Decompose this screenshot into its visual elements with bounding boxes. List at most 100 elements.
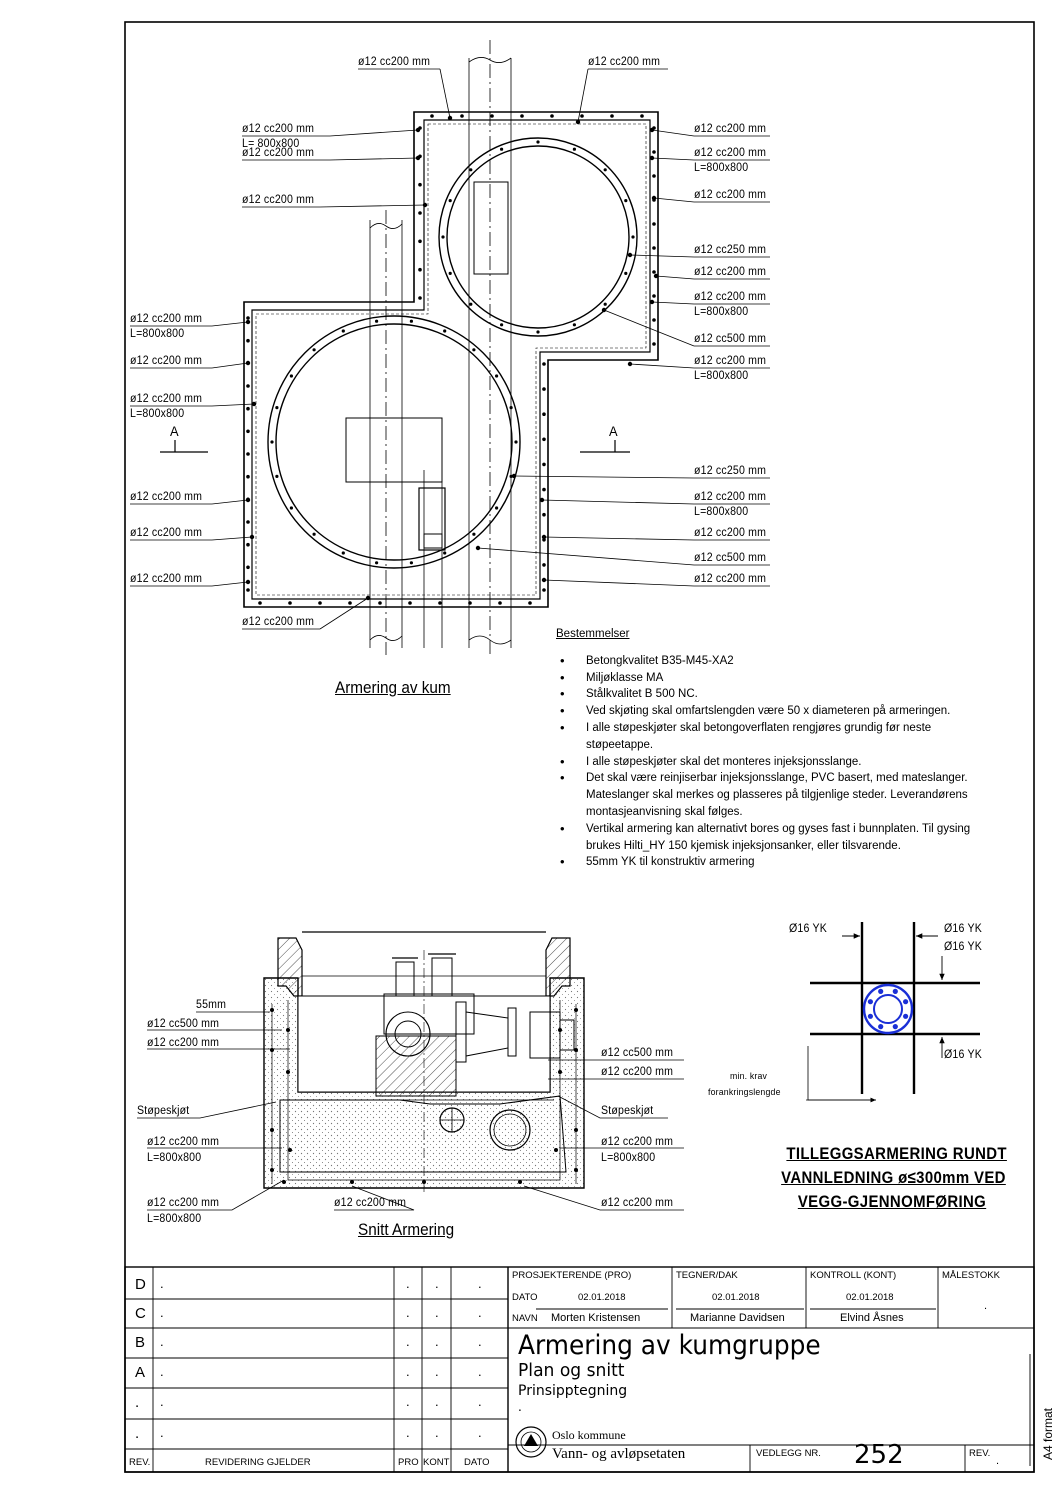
- plan-callout-right-7-line1: ø12 cc500 mm: [694, 333, 767, 345]
- rebar-dot-c2-2: [495, 506, 499, 510]
- rebar-dot-c2-20: [495, 374, 499, 378]
- notes-item-8: 55mm YK til konstruktiv armering: [556, 854, 996, 871]
- rebar-dot-b-2: [318, 601, 322, 605]
- rebar-dot-t-2: [490, 114, 494, 118]
- plan-leader-right-dot-0: [575, 119, 581, 125]
- rebar-dot-l-0: [246, 316, 250, 320]
- plan-leader-left-dot-7: [245, 497, 251, 503]
- flange-bolt-6: [892, 988, 898, 995]
- rebar-dot-m-6: [418, 296, 422, 300]
- notes-item-0: Betongkvalitet B35-M45-XA2: [556, 653, 996, 670]
- plan-callout-right-2-line1: ø12 cc200 mm: [694, 147, 767, 159]
- detail-yk-top-left: Ø16 YK: [789, 923, 827, 935]
- plan-leader-left-dot-6: [251, 401, 257, 407]
- rev-row-2-dato: .: [478, 1334, 482, 1349]
- section-label-l-cc500: ø12 cc500 mm: [147, 1018, 220, 1030]
- tb-org-1: Oslo kommune: [552, 1428, 626, 1442]
- section-leader-3: [137, 1101, 277, 1119]
- tb-date-teg: 02.01.2018: [712, 1292, 760, 1303]
- section-label-r-joint: Støpeskjøt: [601, 1105, 654, 1117]
- rebar-dot-c2-14: [312, 348, 316, 352]
- plan-leaders: [130, 68, 770, 630]
- rebar-dot-c2-11: [270, 440, 274, 444]
- detail-anchor-1: min. krav: [730, 1071, 768, 1082]
- plan-leader-left-3: [319, 204, 426, 208]
- plan-leader-left-2: [329, 157, 419, 161]
- rebar-dot-c1-3: [572, 323, 577, 327]
- section-marker-right: A: [609, 423, 618, 439]
- rev-row-2-pro: .: [406, 1334, 410, 1349]
- plan-callout-left-2-line1: ø12 cc200 mm: [242, 147, 315, 159]
- rev-row-5-text: .: [160, 1425, 164, 1440]
- rebar-dot-c1-5: [500, 323, 504, 327]
- plan-leader-right-dot-13: [541, 577, 547, 583]
- plan-callout-left-4-line2: L=800x800: [130, 328, 185, 340]
- section-title: Snitt Armering: [358, 1220, 455, 1239]
- rebar-dot-c1-7: [448, 271, 452, 275]
- plan-callout-left-1-line1: ø12 cc200 mm: [242, 123, 315, 135]
- tb-col-rev: REV.: [129, 1457, 151, 1468]
- rev-row-3-kont: .: [435, 1364, 439, 1379]
- rebar-dot-c2-7: [341, 551, 345, 555]
- plan-leader-left-4: [211, 321, 249, 327]
- section-leader-9: [557, 1095, 668, 1119]
- plan-leader-right-6: [651, 301, 695, 305]
- notes-item-3: Ved skjøting skal omfartslengden være 50…: [556, 703, 996, 720]
- rebar-dot-c2-17: [409, 319, 413, 323]
- plan-leader-left-dot-5: [245, 360, 251, 366]
- rebar-dot-r1-4: [652, 222, 656, 226]
- plan-callout-right-1-line1: ø12 cc200 mm: [694, 123, 767, 135]
- rev-row-1-dato: .: [478, 1305, 482, 1320]
- notes-block: Bestemmelser Betongkvalitet B35-M45-XA2M…: [556, 626, 996, 871]
- rebar-dot-b-6: [438, 601, 442, 605]
- rebar-dot-c2-3: [472, 532, 476, 536]
- rebar-dot-l-9: [246, 520, 250, 524]
- plan-leader-right-dot-10: [539, 497, 545, 503]
- plan-leader-left-5: [211, 362, 249, 369]
- rev-row-3-pro: .: [406, 1364, 410, 1379]
- rebar-dot-l-7: [246, 474, 250, 479]
- section-rebar-dot-3: [270, 1168, 274, 1172]
- rebar-dot-b-8: [498, 601, 502, 605]
- plan-callout-right-8-line1: ø12 cc200 mm: [694, 355, 767, 367]
- rebar-dot-m-5: [418, 267, 422, 272]
- rev-row-2-text: .: [160, 1334, 164, 1349]
- plan-callout-right-5-line1: ø12 cc200 mm: [694, 266, 767, 278]
- rev-row-2-kont: .: [435, 1334, 439, 1349]
- plan-callout-left-0-line1: ø12 cc200 mm: [358, 56, 431, 68]
- plan-callout-left-7-line1: ø12 cc200 mm: [130, 491, 203, 503]
- flange-bolt-0: [903, 1013, 909, 1019]
- notes-list: Betongkvalitet B35-M45-XA2Miljøklasse MA…: [556, 653, 996, 871]
- detail-title-2: VANNLEDNING ø≤300mm VED: [781, 1168, 1006, 1187]
- detail-title-1: TILLEGGSARMERING RUNDT: [786, 1144, 1007, 1163]
- rebar-dot-r2-5: [542, 487, 546, 492]
- plan-leader-right-13: [543, 579, 695, 587]
- plan-callout-right-10-line2: L=800x800: [694, 506, 749, 518]
- plan-leader-right-dot-8: [627, 361, 633, 367]
- tb-navn-label: NAVN: [512, 1313, 538, 1324]
- plan-leader-right-dot-7: [601, 307, 607, 313]
- rev-row-1-rev: C: [135, 1305, 146, 1322]
- tb-vedlegg-label: VEDLEGG NR.: [756, 1448, 821, 1459]
- rev-row-3-rev: A: [135, 1364, 146, 1381]
- tb-col-pro: PRO: [398, 1457, 419, 1468]
- plan-leader-right-8: [629, 363, 695, 369]
- rebar-dot-c1-15: [624, 199, 628, 203]
- plan-callout-right-0-line1: ø12 cc200 mm: [588, 56, 661, 68]
- notes-item-6: Det skal være reinjiserbar injeksjonssla…: [556, 770, 996, 820]
- rev-row-0-rev: D: [135, 1276, 146, 1293]
- rev-row-5-rev: .: [135, 1425, 140, 1442]
- plan-callout-left-6-line2: L=800x800: [130, 408, 185, 420]
- section-marker-left: A: [170, 423, 179, 439]
- section-rebar-dot-13: [554, 1148, 558, 1152]
- plan-callout-right-8-line2: L=800x800: [694, 370, 749, 382]
- rebar-dot-l-10: [246, 542, 250, 547]
- rebar-dot-c1-8: [441, 235, 445, 239]
- tb-title-4: .: [518, 1400, 522, 1414]
- plan-leader-left-dot-8: [249, 534, 255, 540]
- flange-bolt-4: [867, 999, 874, 1005]
- rev-row-5-pro: .: [406, 1425, 410, 1440]
- plan-callout-left-5-line1: ø12 cc200 mm: [130, 355, 203, 367]
- rev-row-5-dato: .: [478, 1425, 482, 1440]
- plan-leader-left-dot-4: [245, 319, 251, 325]
